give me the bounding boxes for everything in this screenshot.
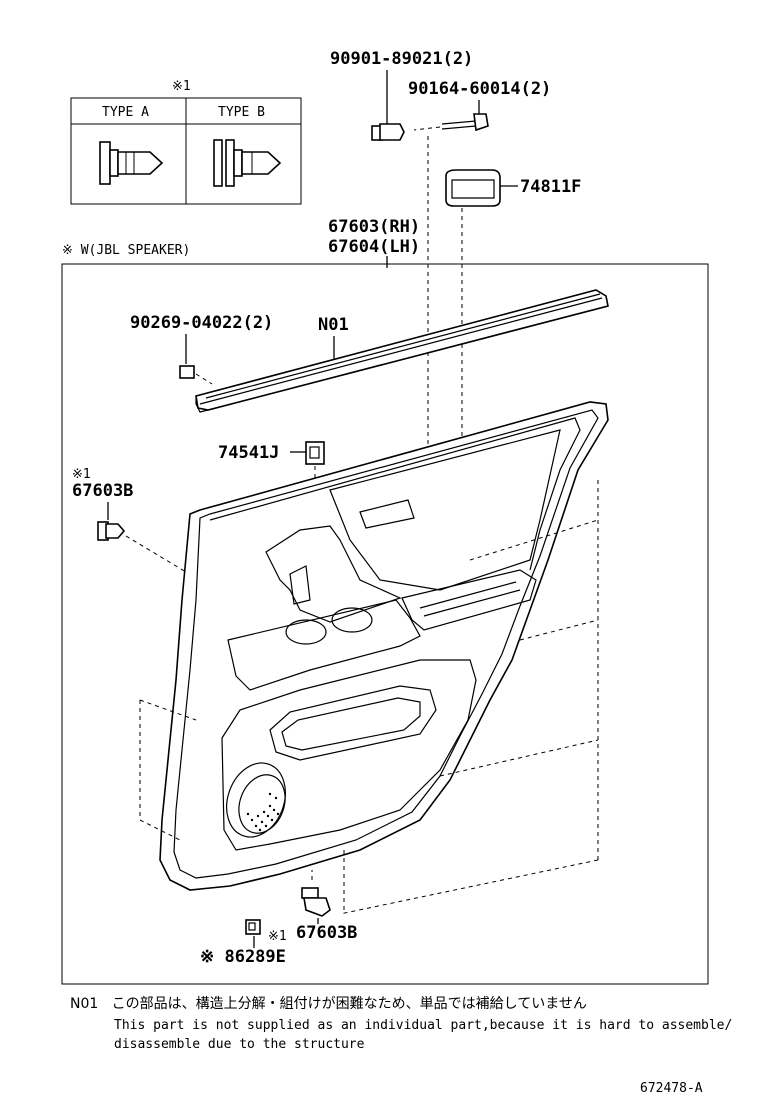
footnote-english-line-2: disassemble due to the structure — [114, 1037, 365, 1052]
diagram-id: 672478-A — [640, 1081, 703, 1096]
clip-90901-icon — [371, 123, 405, 141]
clip-67603b-left-icon — [97, 521, 126, 541]
screw-90164-icon — [413, 113, 489, 132]
type-a-label: TYPE A — [102, 105, 149, 120]
footnote-japanese-line: N01 この部品は、構造上分解・組付けが困難なため、単品では補給していません — [70, 994, 587, 1015]
part-label-67604-lh: 67604(LH) — [328, 237, 420, 257]
part-label-67603b-left-mark: ※1 — [72, 467, 91, 482]
clip-90269-icon — [179, 365, 213, 385]
part-label-74541j: 74541J — [218, 443, 279, 463]
assembly-frame — [61, 263, 709, 985]
part-label-67603b-left: 67603B — [72, 481, 133, 501]
part-label-90901-89021: 90901-89021(2) — [330, 49, 473, 69]
handle-cover-74811f-icon — [445, 169, 501, 207]
clip-type-b-icon — [213, 139, 282, 187]
part-label-74811f: 74811F — [520, 177, 581, 197]
clip-74541j-icon — [305, 441, 325, 465]
footnote-japanese: この部品は、構造上分解・組付けが困難なため、単品では補給していません — [111, 996, 587, 1012]
part-label-90269-04022: 90269-04022(2) — [130, 313, 273, 333]
footnote-code: N01 — [70, 996, 99, 1012]
door-trim-panel-icon — [159, 401, 609, 891]
clip-type-a-icon — [99, 141, 164, 185]
clip-86289e-icon — [245, 919, 261, 935]
belt-moulding-n01-icon — [195, 289, 609, 413]
part-label-67603-rh: 67603(RH) — [328, 217, 420, 237]
speaker-grille-dots — [246, 792, 280, 832]
footnote-english-line-1: This part is not supplied as an individu… — [114, 1018, 733, 1033]
part-label-90164-60014: 90164-60014(2) — [408, 79, 551, 99]
part-label-67603b-bottom: 67603B — [296, 923, 357, 943]
clip-67603b-bottom-icon — [301, 870, 331, 917]
type-b-label: TYPE B — [218, 105, 265, 120]
part-label-n01: N01 — [318, 315, 349, 335]
part-label-67603b-bottom-mark: ※1 — [268, 929, 287, 944]
variant-box: ※1 TYPE A TYPE B — [70, 79, 302, 205]
variant-box-mark: ※1 — [172, 79, 191, 94]
part-label-86289e: ※ 86289E — [200, 947, 286, 967]
jbl-speaker-note: ※ W(JBL SPEAKER) — [62, 243, 190, 258]
